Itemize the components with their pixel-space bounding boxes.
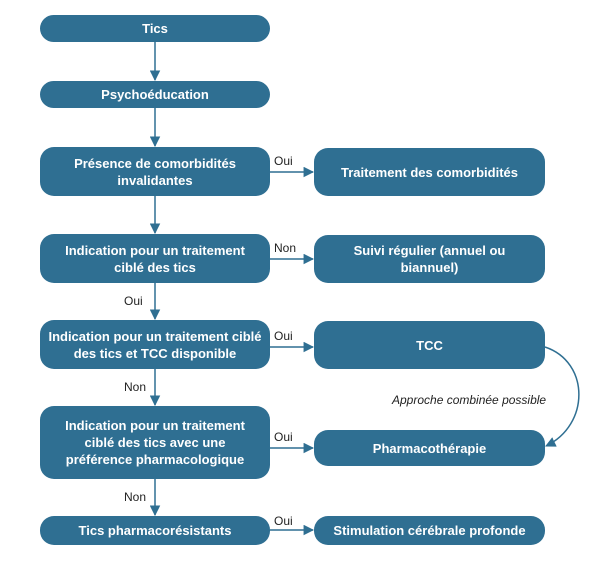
- edge-label-oui-indication1: Oui: [124, 294, 143, 308]
- node-psychoeducation: Psychoéducation: [40, 81, 270, 108]
- edge-label-non-indication3: Non: [124, 490, 147, 504]
- node-traitement-comorbidites: Traitement des comorbidités: [314, 148, 545, 196]
- annotation-approche-combinee: Approche combinée possible: [392, 393, 547, 407]
- node-indication1-label: Indication pour un traitement ciblé des …: [65, 242, 245, 275]
- arrow-tcc-to-pharmacotherapie: [544, 346, 580, 447]
- node-pharmacoresistants: Tics pharmacorésistants: [40, 516, 270, 545]
- edge-label-oui-indication2: Oui: [274, 329, 293, 343]
- node-indication2-label: Indication pour un traitement ciblé des …: [48, 328, 262, 361]
- edge-label-oui-pharmacoresistants: Oui: [274, 514, 293, 528]
- node-tcc-label: TCC: [416, 337, 443, 353]
- node-indication3: Indication pour un traitement ciblé des …: [40, 406, 270, 479]
- edge-label-non-indication1: Non: [274, 241, 297, 255]
- node-pharmacotherapie: Pharmacothérapie: [314, 430, 545, 466]
- edge-label-non-indication2: Non: [124, 380, 147, 394]
- node-suivi: Suivi régulier (annuel ou biannuel): [314, 235, 545, 283]
- edge-label-oui-indication3: Oui: [274, 430, 293, 444]
- node-psychoeducation-label: Psychoéducation: [101, 87, 209, 102]
- node-comorbidites-label: Présence de comorbidités invalidantes: [74, 155, 236, 188]
- node-tcc: TCC: [314, 321, 545, 369]
- node-comorbidites: Présence de comorbidités invalidantes: [40, 147, 270, 196]
- node-tics-label: Tics: [142, 21, 168, 36]
- node-indication3-label: Indication pour un traitement ciblé des …: [65, 418, 245, 467]
- node-pharmacotherapie-label: Pharmacothérapie: [372, 440, 487, 456]
- edge-label-oui-comorbidites: Oui: [274, 154, 293, 168]
- node-indication1: Indication pour un traitement ciblé des …: [40, 234, 270, 283]
- node-stimulation: Stimulation cérébrale profonde: [314, 516, 545, 545]
- node-pharmacoresistants-label: Tics pharmacorésistants: [78, 523, 232, 538]
- node-traitement-comorbidites-label: Traitement des comorbidités: [341, 164, 518, 180]
- node-indication2: Indication pour un traitement ciblé des …: [40, 320, 270, 369]
- node-tics: Tics: [40, 15, 270, 42]
- node-suivi-label: Suivi régulier (annuel ou biannuel): [353, 243, 506, 275]
- node-stimulation-label: Stimulation cérébrale profonde: [333, 523, 526, 538]
